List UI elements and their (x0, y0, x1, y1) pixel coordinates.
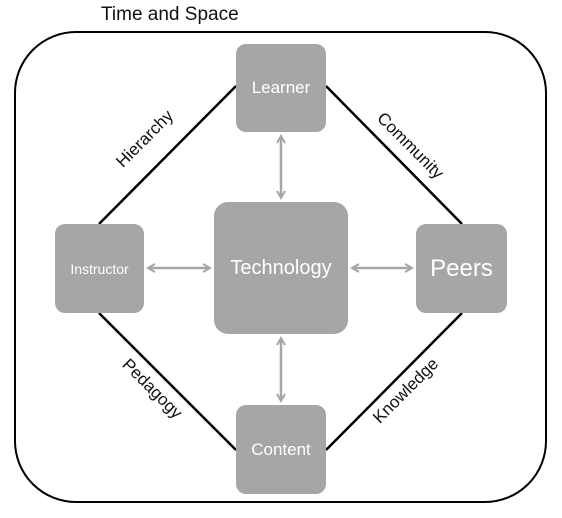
node-technology: Technology (214, 202, 348, 334)
edge-peers-content (325, 312, 463, 451)
node-peers: Peers (416, 224, 507, 313)
outer-frame (14, 31, 547, 503)
node-instructor: Instructor (55, 224, 144, 313)
node-content: Content (236, 405, 326, 494)
frame-title: Time and Space (101, 4, 239, 25)
edge-instructor-content (98, 312, 237, 451)
edge-learner-instructor (98, 85, 237, 225)
edge-learner-peers (325, 85, 463, 225)
node-learner: Learner (236, 44, 326, 132)
